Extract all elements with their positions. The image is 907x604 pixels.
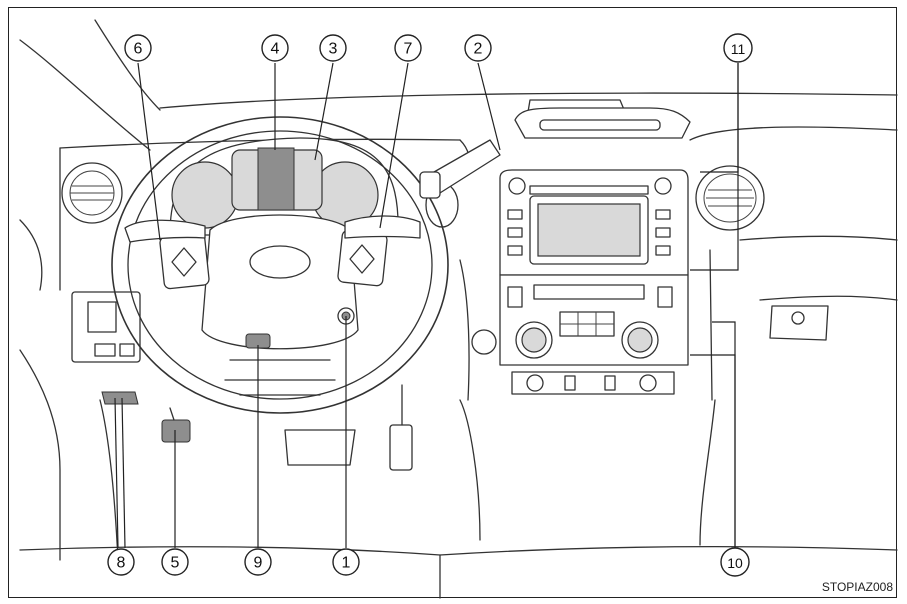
callout-8-label: 8 bbox=[117, 555, 126, 572]
callout-10: 10 bbox=[720, 547, 750, 577]
callout-3: 3 bbox=[319, 34, 347, 62]
callout-1-label: 1 bbox=[342, 555, 351, 572]
center-audio-panel bbox=[471, 169, 689, 395]
callout-9: 9 bbox=[244, 548, 272, 576]
multi-information-display bbox=[257, 147, 295, 211]
callout-7-label: 7 bbox=[404, 41, 413, 58]
callout-10-label: 10 bbox=[727, 555, 743, 571]
callout-4: 4 bbox=[261, 34, 289, 62]
callout-11-label: 11 bbox=[731, 41, 746, 57]
figure-frame bbox=[8, 7, 897, 598]
callout-5-label: 5 bbox=[171, 555, 180, 572]
callout-7: 7 bbox=[394, 34, 422, 62]
callout-9-label: 9 bbox=[254, 555, 263, 572]
instrument-cluster bbox=[169, 137, 399, 236]
callout-3-label: 3 bbox=[329, 41, 338, 58]
callout-8: 8 bbox=[107, 548, 135, 576]
callout-2-label: 2 bbox=[474, 41, 483, 58]
callout-4-label: 4 bbox=[271, 41, 280, 58]
leader-lines bbox=[114, 62, 739, 549]
callout-2: 2 bbox=[464, 34, 492, 62]
levers bbox=[124, 139, 501, 243]
steering-wheel bbox=[111, 116, 449, 414]
pedals bbox=[161, 384, 413, 471]
figure-code: STOPIAZ008 bbox=[821, 580, 893, 594]
callout-1: 1 bbox=[332, 548, 360, 576]
callout-11: 11 bbox=[723, 33, 753, 63]
callout-6: 6 bbox=[124, 34, 152, 62]
callout-5: 5 bbox=[161, 548, 189, 576]
callout-6-label: 6 bbox=[134, 41, 143, 58]
dashboard-outline bbox=[19, 19, 898, 599]
